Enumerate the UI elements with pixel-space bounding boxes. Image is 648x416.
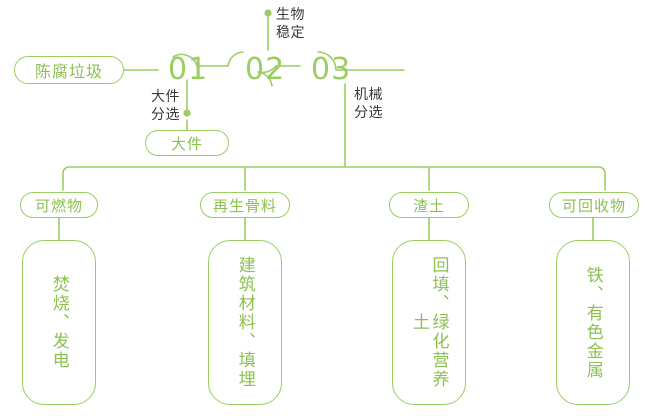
step-number-03[interactable]: 03 — [311, 52, 352, 87]
destination-box-recycled-aggregate[interactable]: 建筑材料、填埋 — [208, 240, 282, 405]
arc-03-and-tail — [317, 51, 405, 71]
arc-01 — [172, 53, 198, 67]
category-pill-recycled-aggregate-label: 再生骨料 — [212, 197, 277, 215]
category-pill-recyclables-label: 可回收物 — [561, 197, 626, 215]
dot-bulky — [183, 109, 191, 117]
dot-bio — [264, 9, 272, 17]
destination-box-recyclables[interactable]: 铁、有色金属 — [556, 240, 630, 405]
destination-box-recyclables-label: 铁、有色金属 — [583, 265, 603, 380]
category-pill-combustible[interactable]: 可燃物 — [20, 192, 98, 218]
destination-box-recycled-aggregate-label: 建筑材料、填埋 — [235, 256, 255, 389]
step-number-01[interactable]: 01 — [168, 52, 209, 87]
step-annotation-mechanical-sorting: 机械 分选 — [354, 86, 383, 120]
category-pill-recycled-aggregate[interactable]: 再生骨料 — [200, 192, 290, 218]
category-pill-recyclables[interactable]: 可回收物 — [549, 192, 639, 218]
wire-02-to-03b — [257, 65, 301, 74]
step-annotation-bio-stabilization: 生物 稳定 — [276, 6, 305, 40]
destination-box-slag-soil[interactable]: 回填、绿化营养土 — [392, 240, 466, 405]
node-input-aged-waste[interactable]: 陈腐垃圾 — [14, 56, 124, 84]
distribution-bar — [62, 166, 606, 180]
destination-box-combustible[interactable]: 焚烧、发电 — [22, 240, 96, 405]
category-pill-slag-soil[interactable]: 渣土 — [389, 192, 469, 218]
category-pill-combustible-label: 可燃物 — [34, 197, 83, 215]
arc-02-top — [227, 51, 244, 67]
category-pill-slag-soil-label: 渣土 — [412, 197, 445, 215]
node-bulky-output-label: 大件 — [170, 135, 203, 153]
destination-box-slag-soil-label: 回填、绿化营养土 — [410, 256, 449, 389]
step-number-02[interactable]: 02 — [245, 52, 286, 87]
step-annotation-bulky-sorting: 大件 分选 — [151, 88, 180, 122]
node-bulky-output[interactable]: 大件 — [145, 130, 229, 156]
destination-box-combustible-label: 焚烧、发电 — [49, 275, 69, 370]
node-input-label: 陈腐垃圾 — [34, 64, 103, 81]
